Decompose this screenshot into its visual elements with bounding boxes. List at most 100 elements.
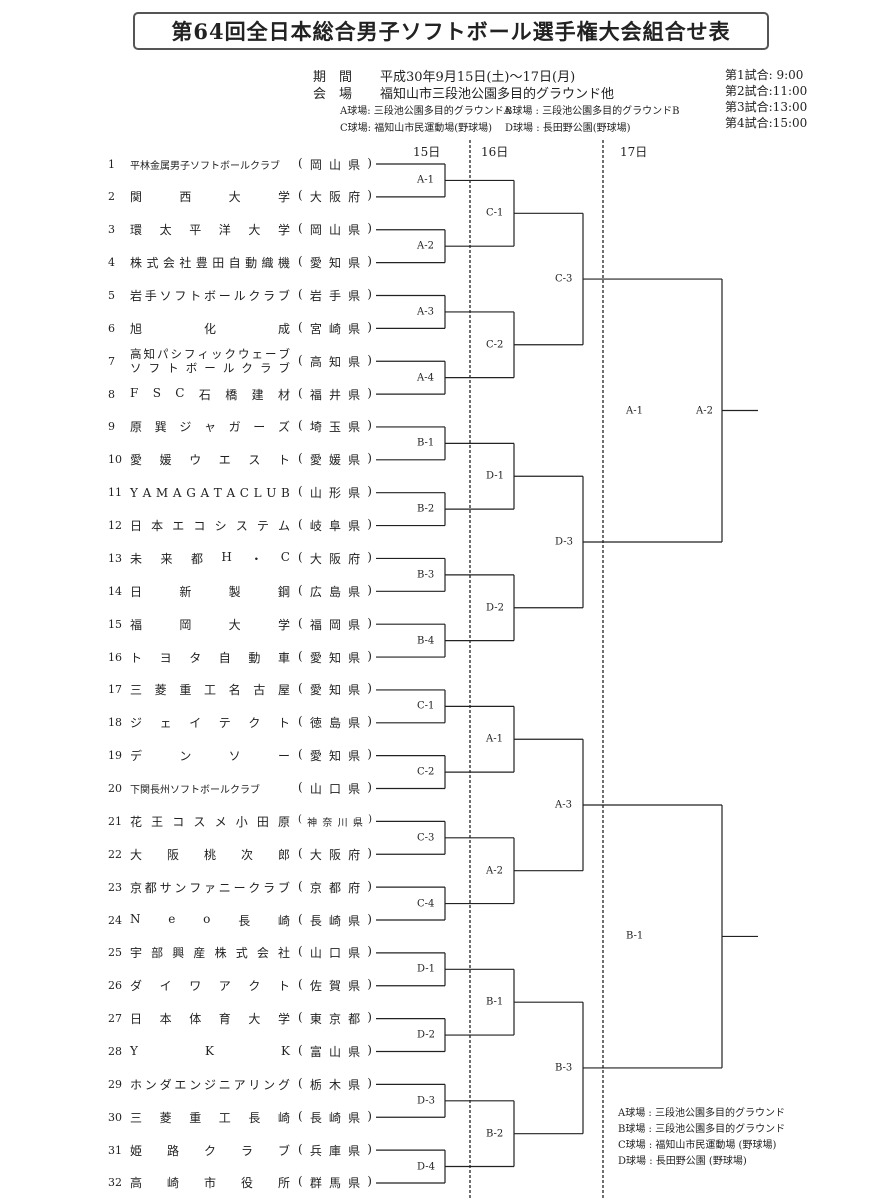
match-label: C-2 [486,339,504,351]
team-row: 31 姫路クラブ (兵庫県) [108,1140,372,1160]
venue-legend: A球場 : 三段池公園多目的グラウンド B球場 : 三段池公園多目的グラウンド … [618,1106,785,1170]
team-name: 環太平洋大学 [130,223,290,238]
match-label: A-1 [417,174,434,186]
venue-label: 会 場 [313,87,353,102]
team-prefecture: (神奈川県) [298,813,372,829]
team-number: 23 [108,880,122,894]
match-label: A-3 [555,799,572,811]
match-label: A-1 [486,733,503,745]
team-number: 7 [108,354,115,368]
team-number: 4 [108,256,115,270]
match-label: B-3 [417,569,435,581]
team-number: 14 [108,584,122,598]
match-label: A-2 [696,405,713,417]
team-prefecture: (大阪府) [298,845,372,862]
time-2: 第2試合:11:00 [725,84,808,98]
team-number: 15 [108,617,122,631]
team-name: 下関長州ソフトボールクラブ [130,785,260,797]
match-label: D-3 [555,536,573,548]
day-15: 15日 [413,145,441,159]
period-label: 期 間 [313,70,353,85]
team-name: ジェイテクト [130,716,290,731]
match-label: D-1 [486,470,504,482]
team-name: 三菱重工名古屋 [130,683,290,698]
match-label: C-3 [417,832,435,844]
match-label: C-1 [486,207,504,219]
team-name: トヨタ自動車 [130,650,290,665]
field-d: D球場 : 長田野公園(野球場) [505,123,631,134]
match-label: D-4 [417,1161,435,1173]
match-label: B-2 [486,1128,504,1140]
match-label: B-1 [626,930,644,942]
match-label: A-2 [486,865,503,877]
team-number: 11 [108,486,122,500]
team-name: 株式会社豊田自動織機 [130,256,290,271]
field-a: A球場: 三段池公園多目的グラウンドA [340,106,511,117]
page-title: 第64回全日本総合男子ソフトボール選手権大会組合せ表 [133,12,769,50]
field-b: B球場 : 三段池公園多目的グラウンドB [505,106,680,117]
team-name: 関西大学 [130,190,290,205]
team-prefecture: (兵庫県) [298,1141,372,1158]
team-name: 三菱重工長崎 [130,1110,290,1125]
time-3: 第3試合:13:00 [725,100,808,114]
time-1: 第1試合: 9:00 [725,68,804,82]
period-value: 平成30年9月15日(土)～17日(月) [380,70,576,85]
match-label: B-2 [417,503,435,515]
team-row: 2 関西大学 (大阪府) [108,187,372,207]
team-prefecture: (岡山県) [298,221,372,238]
team-number: 5 [108,288,115,302]
venue-value: 福知山市三段池公園多目的グラウンド他 [380,87,615,102]
team-number: 28 [108,1044,122,1058]
team-number: 8 [108,387,115,401]
team-number: 2 [108,190,115,204]
team-prefecture: (福井県) [298,385,372,402]
team-prefecture: (福岡県) [298,615,372,632]
team-prefecture: (岡山県) [298,155,372,172]
team-number: 20 [108,782,122,796]
team-name: 京都サンファニークラブ [130,880,290,895]
team-prefecture: (東京都) [298,1010,372,1027]
match-label: B-1 [486,996,504,1008]
team-name: 平林金属男子ソフトボールクラブ [130,160,280,172]
match-label: B-4 [417,635,435,647]
team-number: 18 [108,716,122,730]
team-prefecture: (愛知県) [298,747,372,764]
team-prefecture: (栃木県) [298,1075,372,1092]
team-prefecture: (大阪府) [298,188,372,205]
team-prefecture: (大阪府) [298,549,372,566]
team-prefecture: (山口県) [298,944,372,961]
team-prefecture: (愛媛県) [298,451,372,468]
team-prefecture: (長崎県) [298,1108,372,1125]
team-name: 姫路クラブ [130,1143,290,1158]
team-prefecture: (佐賀県) [298,977,372,994]
team-name: 高知パシフィックウェーブソフトボールクラブ [130,347,290,376]
team-number: 10 [108,453,122,467]
team-prefecture: (愛知県) [298,648,372,665]
team-number: 27 [108,1012,122,1026]
match-label: D-2 [417,1029,435,1041]
team-number: 9 [108,420,115,434]
match-label: A-1 [626,405,643,417]
team-prefecture: (京都府) [298,878,372,895]
team-number: 31 [108,1143,122,1157]
team-number: 22 [108,847,122,861]
team-prefecture: (山形県) [298,484,372,501]
team-name: 宇部興産株式会社 [130,946,290,961]
team-prefecture: (広島県) [298,582,372,599]
match-label: D-3 [417,1095,435,1107]
